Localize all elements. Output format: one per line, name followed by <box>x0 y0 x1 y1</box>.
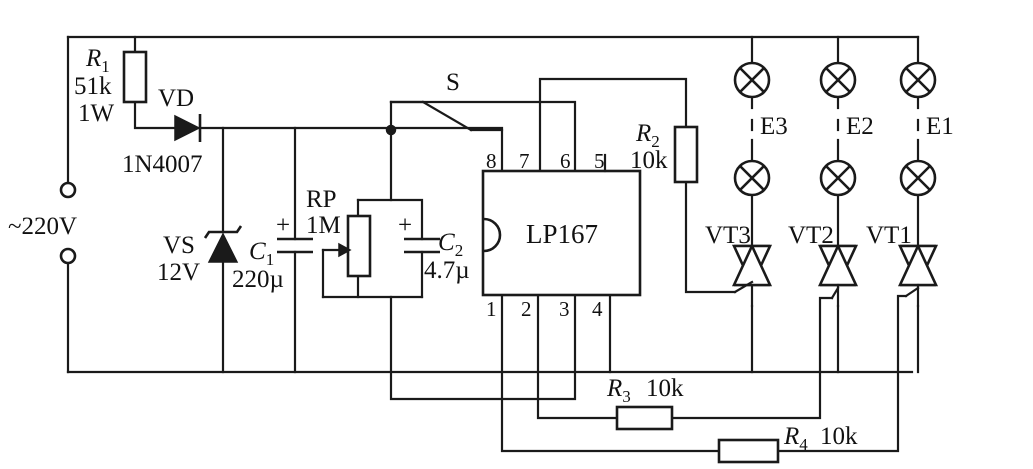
lamp-e2-label: E2 <box>846 113 874 140</box>
switch-label: S <box>446 69 460 96</box>
r1-power: 1W <box>78 100 115 127</box>
ic-lp167 <box>481 169 642 297</box>
vd-label: VD <box>158 85 194 112</box>
thyristor-vt2 <box>817 242 859 308</box>
c2-value: 4.7µ <box>424 257 470 284</box>
ic-pin2: 2 <box>521 297 532 321</box>
ic-pin6: 6 <box>560 149 571 173</box>
rp-value: 1M <box>306 212 341 239</box>
lamp-e1 <box>899 61 937 197</box>
vs-zener <box>203 225 243 263</box>
c1-plus: + <box>276 212 290 239</box>
ic-pin3: 3 <box>559 297 570 321</box>
r1-label: R1 <box>85 45 110 76</box>
lamp-e3 <box>733 61 771 197</box>
c2-capacitor <box>404 237 440 254</box>
r4-value: 10k <box>820 423 858 450</box>
r1-value: 51k <box>74 73 112 100</box>
thyristor-vt1 <box>897 242 939 308</box>
r3-label: R3 <box>606 375 631 406</box>
c2-label: C2 <box>438 229 463 260</box>
ic-pin8: 8 <box>486 149 497 173</box>
rp-wiper-arrow <box>338 242 352 258</box>
junction-dot <box>385 124 397 136</box>
r2-value: 10k <box>630 147 668 174</box>
wires <box>66 35 920 453</box>
c2-plus: + <box>398 212 412 239</box>
vd-part: 1N4007 <box>122 151 203 178</box>
r2-label: R2 <box>635 120 660 151</box>
ic-pin5: 5 <box>594 149 605 173</box>
supply-terminal-bottom <box>59 247 77 265</box>
c1-capacitor <box>277 237 313 254</box>
lamp-e1-label: E1 <box>926 113 954 140</box>
vt2-label: VT2 <box>788 222 834 249</box>
supply-terminal-top <box>59 181 77 199</box>
r2-resistor <box>673 125 699 184</box>
ic-pin4: 4 <box>592 297 603 321</box>
vd-diode <box>174 114 202 142</box>
vt1-label: VT1 <box>866 222 912 249</box>
vs-value: 12V <box>157 259 200 286</box>
r3-resistor <box>615 405 674 431</box>
r4-resistor <box>717 438 780 464</box>
ic-pin1: 1 <box>486 297 497 321</box>
lamp-e3-label: E3 <box>760 113 788 140</box>
lamp-e2 <box>819 61 857 197</box>
rp-label: RP <box>306 186 337 213</box>
ic-notch <box>483 217 502 253</box>
r1-resistor <box>122 50 148 104</box>
vt3-label: VT3 <box>705 222 751 249</box>
ic-label: LP167 <box>526 219 598 249</box>
ic-pin7: 7 <box>519 149 530 173</box>
c1-label: C1 <box>249 238 274 269</box>
rp-potentiometer <box>346 214 372 278</box>
c1-value: 220µ <box>232 266 284 293</box>
thyristor-vt3 <box>731 242 773 308</box>
vs-label: VS <box>163 232 195 259</box>
r4-label: R4 <box>783 423 808 454</box>
switch-lever <box>421 100 473 132</box>
r3-value: 10k <box>646 375 684 402</box>
supply-label: ~220V <box>8 213 77 240</box>
